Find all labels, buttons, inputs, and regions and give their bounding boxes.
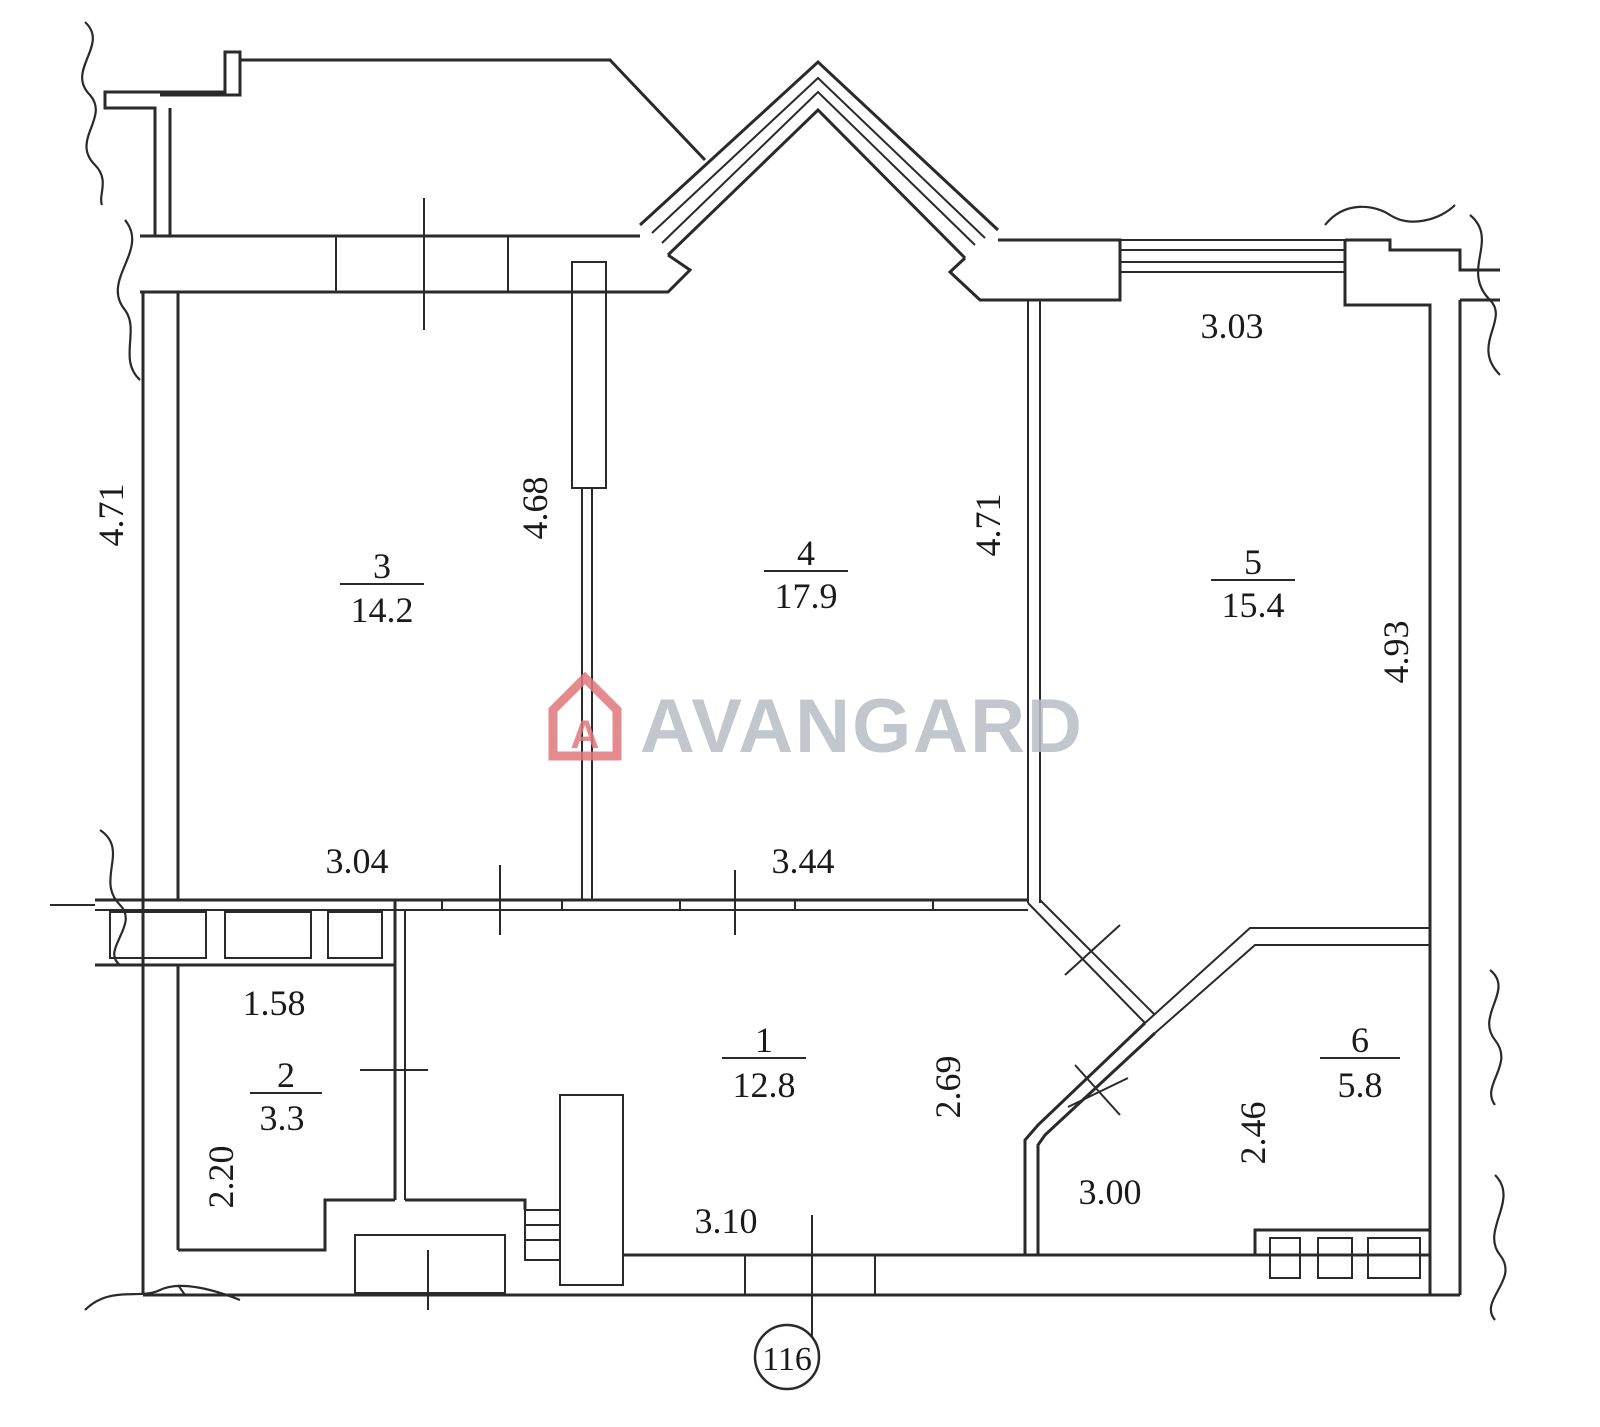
room-area: 5.8 [1338,1065,1383,1105]
exterior-wall-top [140,198,1500,1295]
dim-room3-bottom: 3.04 [326,841,389,881]
dim-room2-top: 1.58 [243,983,306,1023]
dim-room3-right: 4.68 [515,477,555,540]
watermark-text: AVANGARD [640,684,1084,769]
room-number: 4 [797,533,815,573]
room-1-label: 1 12.8 [722,1020,806,1105]
dim-room4-bottom: 3.44 [772,841,835,881]
watermark-logo-icon [548,671,622,761]
dim-room6-left: 2.46 [1233,1102,1273,1165]
room-5-label: 5 15.4 [1211,542,1295,625]
room-number: 2 [277,1055,295,1095]
axis-marker-circle [753,1323,821,1391]
room-number: 6 [1351,1020,1369,1060]
middle-wall [50,865,1028,967]
room-6-label: 6 5.8 [1320,1020,1400,1105]
dim-room5-right: 4.93 [1376,621,1416,684]
axis-marker-label: 116 [762,1341,812,1378]
room2-walls [178,900,561,1310]
room-3-label: 3 14.2 [340,546,424,630]
partition-4-5 [1027,300,1156,1024]
room-area: 15.4 [1222,585,1285,625]
watermark-logo-letter: A [571,713,600,757]
dim-room1-bottom: 3.10 [695,1201,758,1241]
dim-left-outer: 4.71 [91,484,131,547]
room-number: 3 [373,546,391,586]
room-number: 5 [1244,542,1262,582]
balcony-top-left [103,50,707,235]
room-4-label: 4 17.9 [764,533,848,616]
room-number: 1 [755,1020,773,1060]
dim-room5-top: 3.03 [1201,306,1264,346]
room-labels: 3 14.2 4 17.9 5 15.4 1 12.8 2 3.3 6 5.8 [250,533,1400,1138]
dim-room1-right: 2.69 [928,1056,968,1119]
room6-walls [1023,927,1430,1279]
watermark: A AVANGARD [548,671,1084,769]
room-area: 14.2 [351,590,414,630]
room-area: 12.8 [733,1065,796,1105]
room-2-label: 2 3.3 [250,1055,322,1138]
axis-marker: 116 [753,1323,821,1391]
dim-room2-left: 2.20 [201,1146,241,1209]
partition-3-4 [571,261,607,900]
room-area: 3.3 [260,1098,305,1138]
room-area: 17.9 [775,576,838,616]
dimension-labels: 4.71 4.68 4.71 4.93 3.03 3.04 3.44 1.58 … [91,306,1416,1241]
dim-room6-bottom: 3.00 [1079,1172,1142,1212]
exterior-wall-left [141,292,180,1295]
bay-window [638,59,1000,260]
dim-room4-right: 4.71 [968,494,1008,557]
